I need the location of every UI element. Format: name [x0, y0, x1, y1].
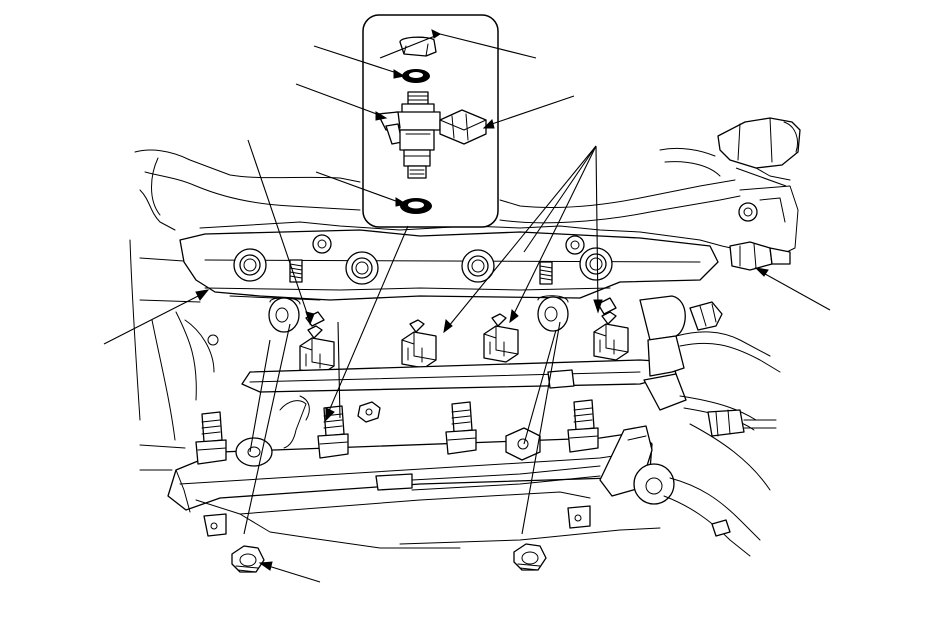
- nut-left: [231, 545, 265, 573]
- o-ring-icon: [400, 198, 432, 214]
- nut-right: [513, 543, 547, 571]
- fuel-rail: [167, 423, 771, 557]
- stud-bolts: [268, 259, 569, 333]
- o-ring-icon: [402, 69, 430, 83]
- intake-manifold: [179, 221, 741, 301]
- callout-leaders: [103, 29, 831, 583]
- clip-icon: [439, 109, 487, 145]
- wiring-harness: [241, 241, 791, 437]
- installed-injectors: [195, 395, 599, 465]
- detail-inset: [362, 14, 499, 228]
- mounting-nuts: [231, 543, 547, 573]
